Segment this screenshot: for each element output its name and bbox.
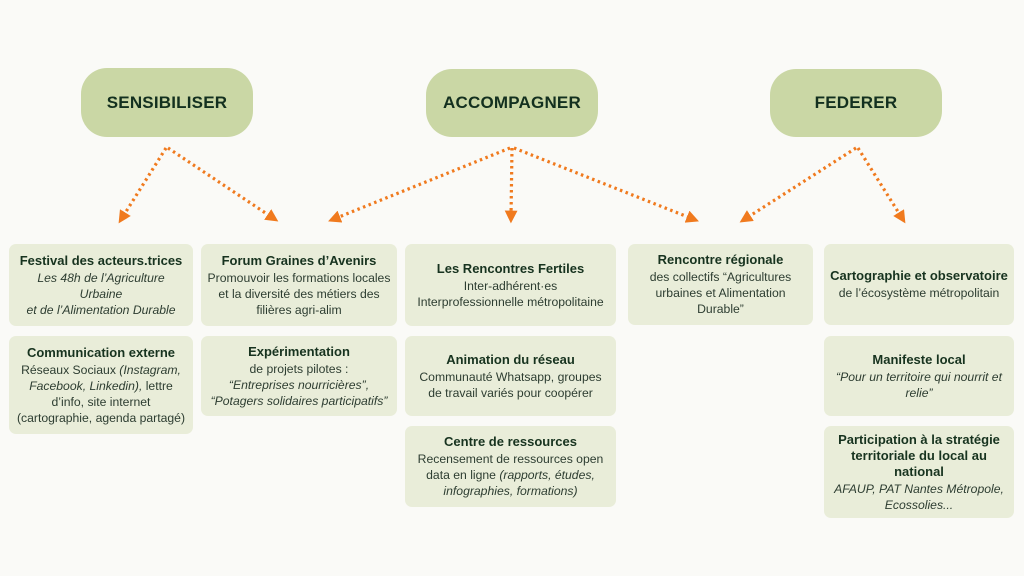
card-text-part: lettre d’info, site internet (cartograph… [16,378,186,425]
pillar-label: SENSIBILISER [106,92,228,112]
card-title: Participation à la stratégie territorial… [838,431,1000,479]
card-festival: Festival des acteurs.trices Les 48h de l… [9,244,193,326]
card-cartographie: Cartographie et observatoire de l’écosys… [824,244,1014,325]
card-participation: Participation à la stratégie territorial… [824,426,1014,518]
card-text: Promouvoir les formations locales et la … [207,270,391,317]
card-text: de l’écosystème métropolitain [838,286,1000,300]
card-title: Les Rencontres Fertiles [436,260,585,276]
card-text: Inter-adhérent·es [463,278,558,293]
arrow-sensibiliser-festival [118,147,168,224]
card-text: Les 48h de l’Agriculture Urbaine [37,270,165,301]
arrow-federer-regionale [739,146,857,223]
card-communication: Communication externe Réseaux Sociaux (I… [9,336,193,434]
card-text: Réseaux Sociaux (Instagram, Facebook, Li… [15,362,187,426]
arrow-accompagner-regionale [513,146,699,223]
card-title: Expérimentation [248,343,350,359]
card-text: Interprofessionnelle métropolitaine [417,294,604,309]
card-text-italic: “Pour un territoire qui nourrit et relie… [836,369,1002,400]
pillar-sensibiliser: SENSIBILISER [81,68,253,137]
card-rencontre-regionale: Rencontre régionale des collectifs “Agri… [628,244,813,325]
card-animation: Animation du réseau Communauté Whatsapp,… [405,336,616,416]
card-text: et de l’Alimentation Durable [26,302,176,317]
card-text-part: Recensement de ressources open data en l… [417,452,604,482]
card-experimentation: Expérimentation de projets pilotes : “En… [201,336,397,416]
card-rencontres-fertiles: Les Rencontres Fertiles Inter-adhérent·e… [405,244,616,326]
arrow-federer-cartographie [856,147,906,224]
card-text: des collectifs “Agricultures urbaines et… [649,270,792,316]
card-text-italic: “Potagers solidaires participatifs” [210,393,388,408]
card-text: de projets pilotes : [249,361,349,376]
card-title: Animation du réseau [446,351,575,367]
card-title: Centre de ressources [444,434,577,449]
pillar-accompagner: ACCOMPAGNER [426,69,598,137]
card-centre-ressources: Centre de ressources Recensement de ress… [405,426,616,507]
card-title: Forum Graines d’Avenirs [221,252,377,268]
pillar-label: FEDERER [814,93,898,112]
card-text-italic: (Instagram, Facebook, Linkedin), [29,362,181,393]
card-title: Rencontre régionale [657,252,784,267]
arrow-sensibiliser-forum [167,146,279,222]
arrow-accompagner-forum [328,146,511,223]
arrow-accompagner-rencontres [504,147,518,224]
card-forum: Forum Graines d’Avenirs Promouvoir les f… [201,244,397,326]
card-title: Communication externe [26,344,176,360]
card-title: Festival des acteurs.trices [19,252,183,268]
card-text-part: Réseaux Sociaux [21,362,120,377]
card-title: Cartographie et observatoire [830,268,1008,283]
card-text-italic: AFAUP, PAT Nantes Métropole, Ecossolies.… [834,481,1004,512]
pillar-federer: FEDERER [770,69,942,137]
card-text: Communauté Whatsapp, groupes de travail … [419,369,602,400]
pillar-label: ACCOMPAGNER [443,93,581,112]
card-text-italic: (rapports, études, infographies, formati… [443,468,595,498]
card-text: Recensement de ressources open data en l… [411,451,610,499]
card-manifeste: Manifeste local “Pour un territoire qui … [824,336,1014,416]
card-title: Manifeste local [872,351,966,367]
card-text-italic: “Entreprises nourricières”, [228,377,370,392]
